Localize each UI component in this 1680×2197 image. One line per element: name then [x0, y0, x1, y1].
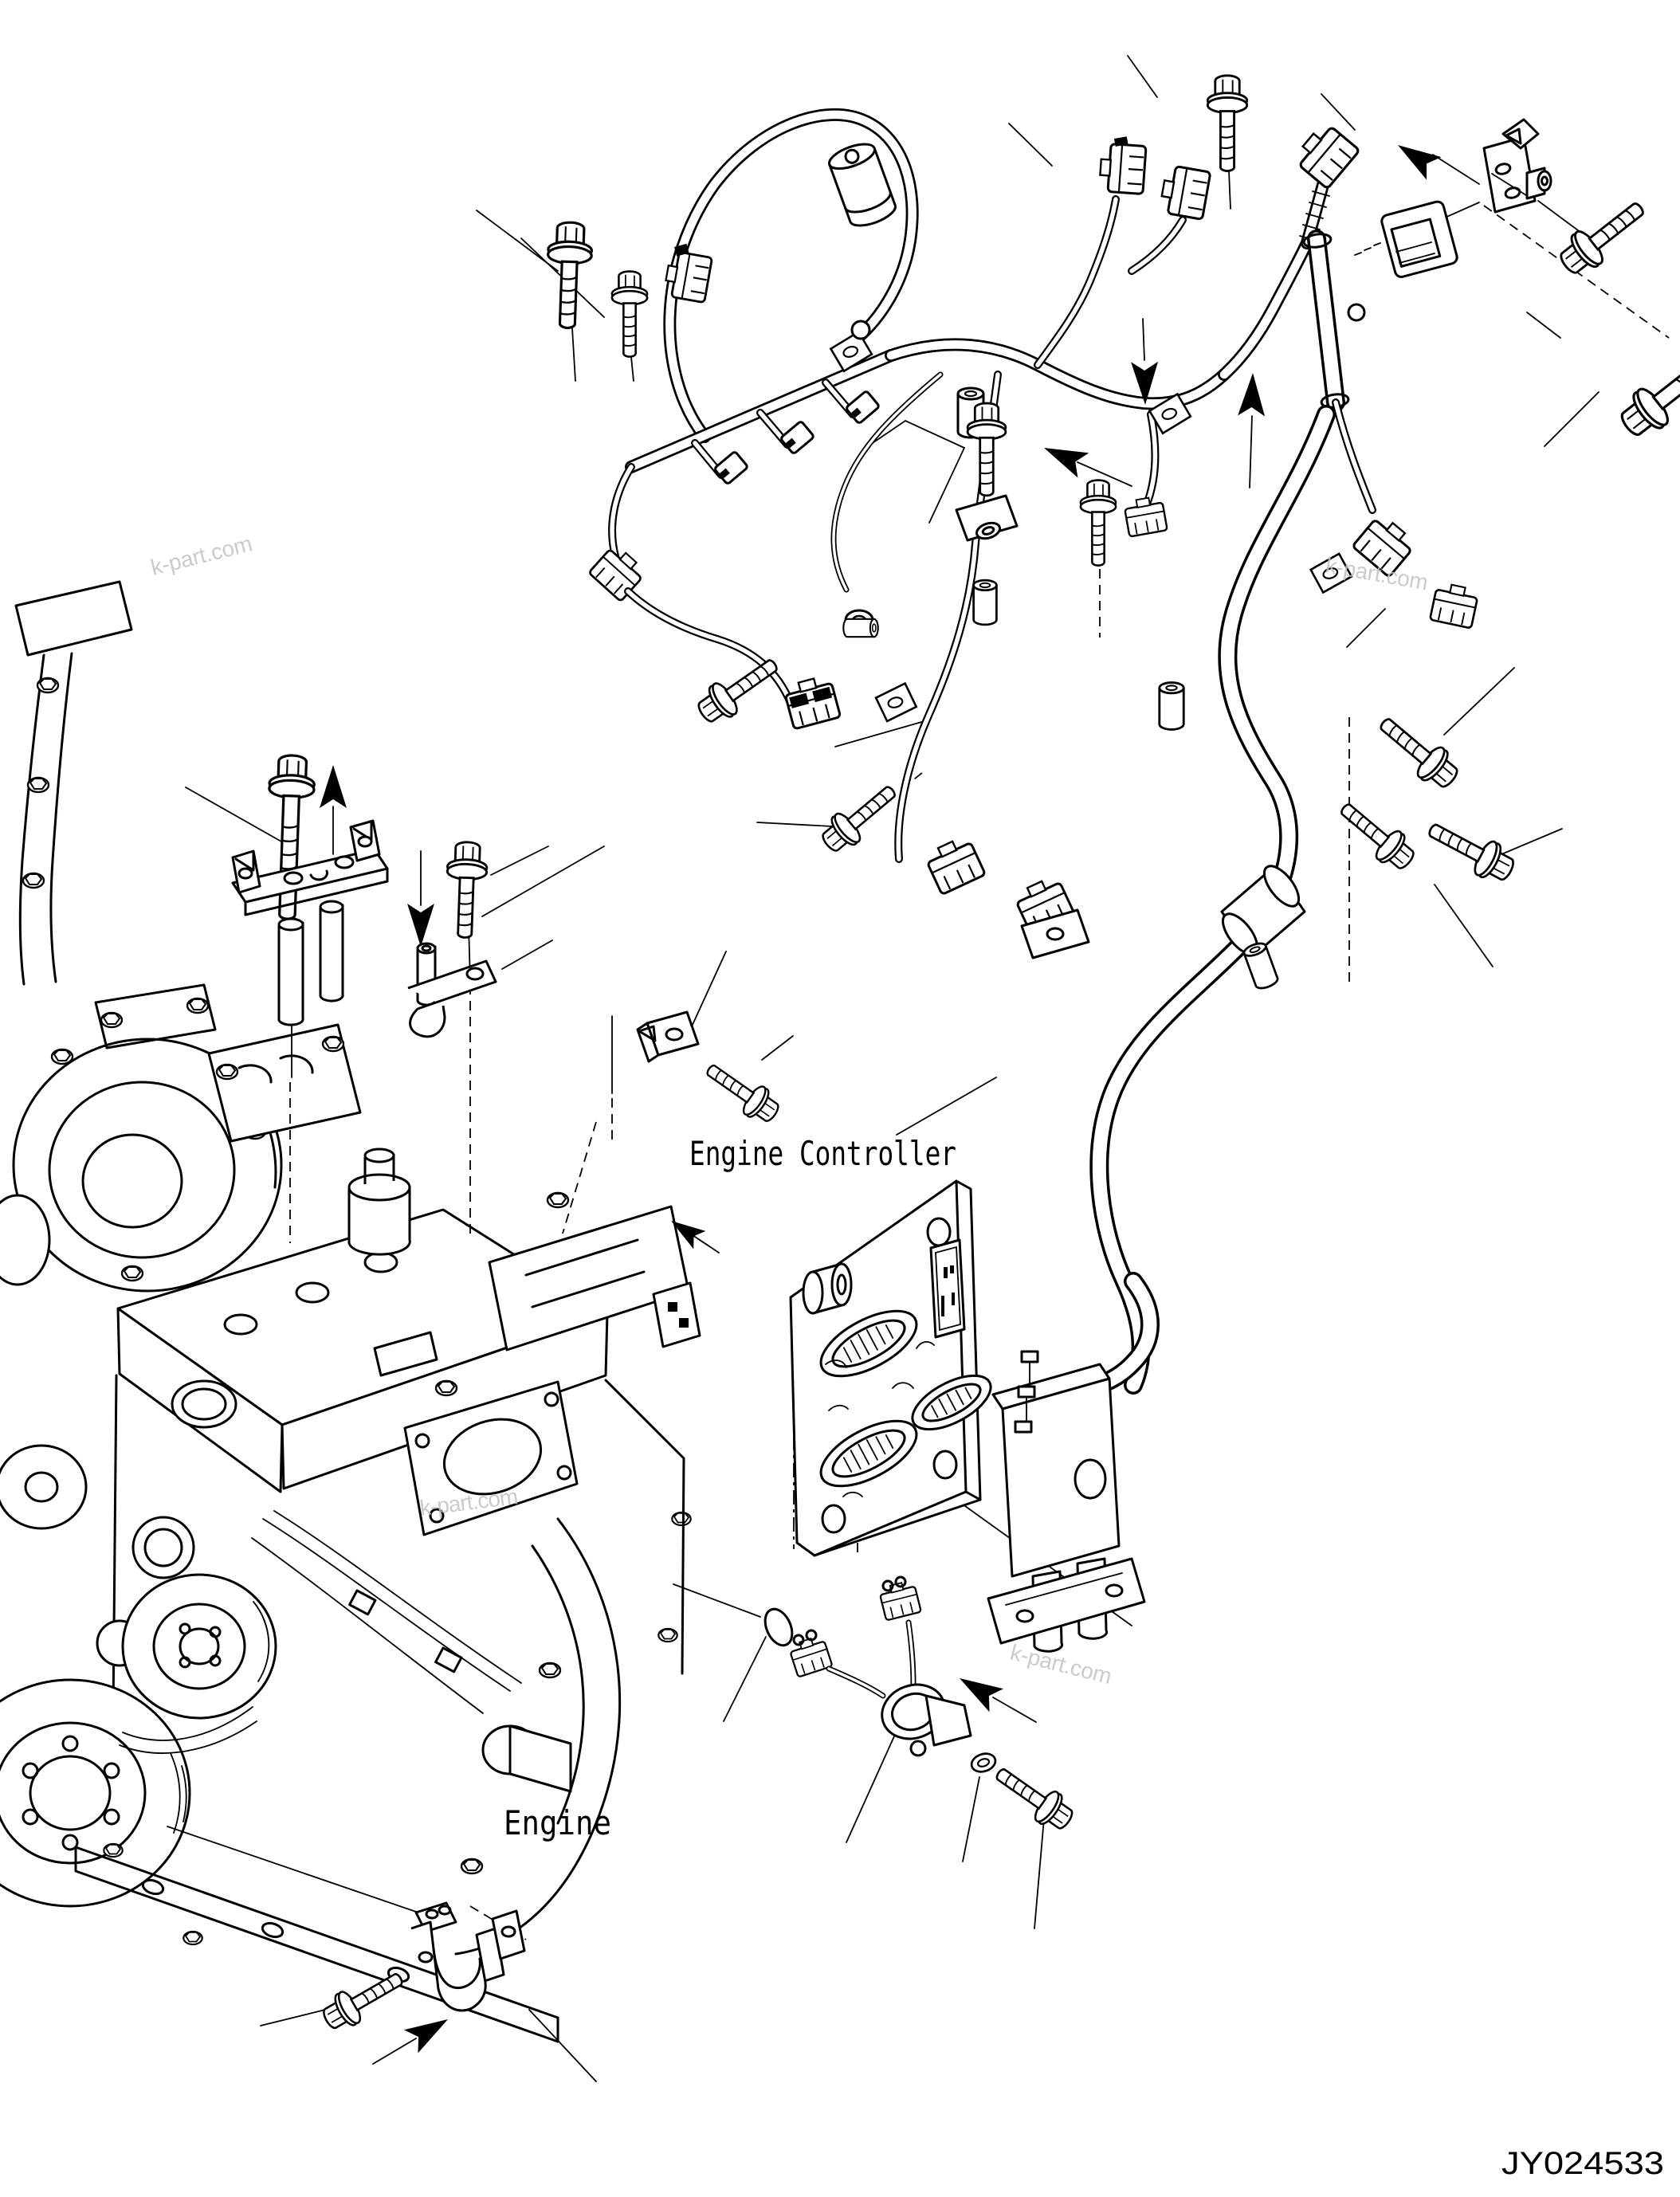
engine-controller-label: Engine Controller	[689, 1134, 956, 1173]
harness-connector-block-illustration	[987, 1272, 1160, 1653]
mounting-bracket-top-right	[1482, 118, 1552, 214]
left-arrow-icon	[1038, 435, 1089, 478]
flange-bolt	[544, 220, 595, 330]
down-arrow-icon	[407, 904, 434, 947]
engine-label: Engine	[504, 1803, 611, 1842]
flange-bolt	[1079, 479, 1117, 567]
flange-bolt	[690, 648, 787, 731]
hose-collar	[1220, 865, 1306, 958]
watermark: k-part.com	[148, 531, 255, 580]
leader-lines	[185, 55, 1600, 2082]
washer	[968, 1749, 999, 1776]
mounting-bracket-bottom	[316, 1901, 526, 2038]
ecu-socket	[819, 1419, 918, 1488]
square-connector	[1380, 200, 1458, 278]
up-left-arrow-icon	[1390, 133, 1442, 180]
ecu-socket	[819, 1309, 918, 1378]
assembly-direction-arrows	[320, 133, 1480, 2065]
up-arrow-icon	[320, 765, 347, 808]
flange-bolt	[610, 270, 649, 358]
drawing-number: JY024533	[1501, 2146, 1664, 2181]
black-connector	[781, 673, 842, 731]
mounting-bracket-assembly-left	[231, 753, 497, 1038]
loose-fasteners	[544, 74, 1680, 889]
wiring-harness-illustration	[587, 108, 1481, 1395]
mounting-bracket-center	[636, 1010, 786, 1130]
flange-bolt	[698, 1053, 786, 1130]
barrel-connector	[828, 143, 897, 227]
flange-bolt	[1206, 74, 1249, 172]
flange-bolt	[1552, 190, 1654, 283]
sensor-assembly-illustration	[763, 1575, 1080, 1838]
o-ring	[763, 1607, 794, 1647]
up-arrow-icon	[1238, 372, 1266, 417]
flange-bolt	[814, 775, 905, 860]
flange-bolt	[987, 1757, 1080, 1838]
flange-bolt	[1331, 793, 1422, 877]
up-right-arrow-icon	[403, 2007, 455, 2054]
flange-bolt	[1612, 311, 1680, 446]
flange-bolt	[1370, 707, 1466, 796]
ecu-socket	[911, 1374, 992, 1431]
engine-illustration	[0, 580, 701, 2043]
flange-bolt	[1420, 811, 1521, 889]
engine-controller-illustration	[789, 1179, 992, 1557]
flange-bolt	[443, 840, 489, 940]
